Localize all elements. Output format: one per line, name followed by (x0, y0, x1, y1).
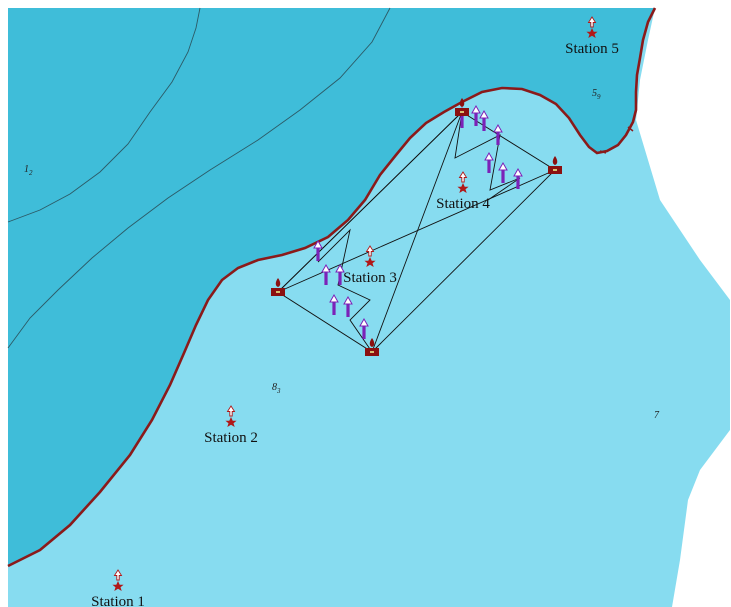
current-arrow-icon (513, 167, 523, 189)
current-arrow-icon (313, 239, 323, 261)
depth-sounding: 59 (592, 88, 601, 101)
depth-sounding: 7 (654, 410, 660, 421)
current-arrow-icon (343, 295, 353, 317)
current-arrow-icon (493, 123, 503, 145)
current-arrow-icon (321, 263, 331, 285)
buoy-icon[interactable] (365, 338, 379, 356)
depth-sounding: 83 (272, 382, 281, 395)
deep-water-area (8, 8, 655, 566)
current-arrow-icon (329, 293, 339, 315)
station-star-icon (364, 245, 376, 267)
current-arrow-icon (484, 151, 494, 173)
depth-contour-line (7, 7, 391, 349)
current-arrow-icon (498, 161, 508, 183)
buoy-icon[interactable] (271, 278, 285, 296)
station-label: Station 2 (204, 430, 258, 446)
station-star-icon (225, 405, 237, 427)
current-arrow-icon (359, 317, 369, 339)
depth-sounding: 12 (24, 164, 33, 177)
station-5[interactable]: Station 5 (565, 16, 619, 57)
station-star-icon (586, 16, 598, 38)
station-star-icon (457, 171, 469, 193)
station-1[interactable]: Station 1 (91, 569, 145, 607)
buoy-icon[interactable] (455, 98, 469, 116)
station-label: Station 4 (436, 196, 490, 212)
buoy-icon[interactable] (548, 156, 562, 174)
buoys (271, 98, 562, 356)
station-star-icon (112, 569, 124, 591)
station-label: Station 3 (343, 270, 397, 286)
coastline (7, 7, 657, 568)
coast-notch (599, 126, 634, 154)
current-arrow-icon (471, 104, 481, 126)
current-arrow-icon (335, 263, 345, 285)
stations: Station 1 Station 2 Station 3 Station 4 … (91, 16, 619, 607)
depth-soundings: 12 59 83 7 (24, 88, 660, 421)
current-arrow-icon (479, 109, 489, 131)
station-3[interactable]: Station 3 (343, 245, 397, 286)
station-label: Station 1 (91, 594, 145, 607)
station-4[interactable]: Station 4 (436, 171, 490, 212)
station-2[interactable]: Station 2 (204, 405, 258, 446)
station-label: Station 5 (565, 41, 619, 57)
depth-contour-line (7, 7, 201, 223)
